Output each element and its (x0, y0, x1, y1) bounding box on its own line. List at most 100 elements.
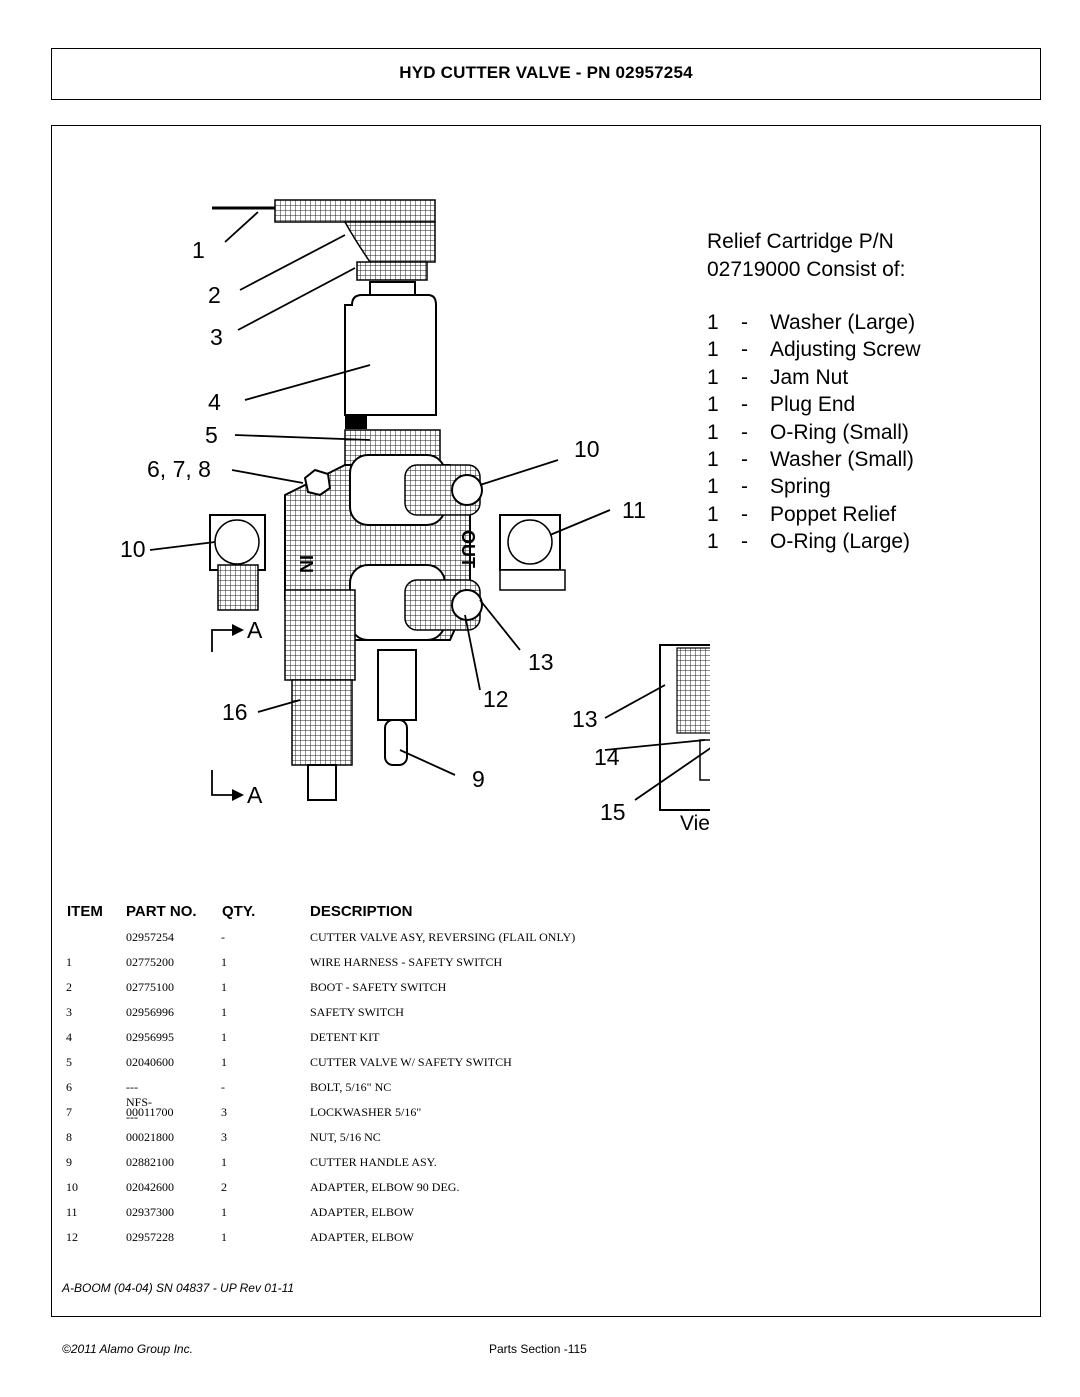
qty-cell: 1 (221, 955, 227, 969)
item-cell: 4 (66, 1030, 72, 1044)
page-title: HYD CUTTER VALVE - PN 02957254 (399, 63, 693, 82)
view-label: View A-A (680, 812, 710, 835)
part-cell: 02775100 (126, 980, 174, 994)
relief-qty: 1 (707, 447, 719, 471)
page-number: Parts Section -115 (489, 1342, 587, 1356)
callout-4: 4 (208, 389, 221, 415)
relief-name: Washer (Small) (770, 447, 914, 471)
header-part-no: PART NO. (126, 903, 197, 920)
relief-name: Adjusting Screw (770, 338, 921, 362)
part-cell: 02040600 (126, 1055, 174, 1069)
desc-cell: CUTTER VALVE ASY, REVERSING (FLAIL ONLY) (310, 930, 576, 944)
callout-13-view: 13 (572, 706, 598, 732)
part-cell: 02956996 (126, 1005, 174, 1019)
qty-cell: 1 (221, 1155, 227, 1169)
desc-cell: CUTTER HANDLE ASY. (310, 1155, 437, 1169)
callout-16: 16 (222, 699, 248, 725)
relief-header-line1: Relief Cartridge P/N (707, 230, 894, 253)
content-box (51, 125, 1041, 1317)
relief-dash: - (741, 502, 748, 526)
relief-qty: 1 (707, 311, 719, 334)
desc-cell: ADAPTER, ELBOW (310, 1230, 414, 1244)
relief-dash: - (741, 393, 748, 417)
part-cell: 02957228 (126, 1230, 174, 1244)
item-cell: 7 (66, 1105, 72, 1119)
item-cell: 10 (66, 1180, 78, 1194)
header-description: DESCRIPTION (310, 903, 413, 920)
desc-cell: ADAPTER, ELBOW 90 DEG. (310, 1180, 460, 1194)
relief-qty: 1 (707, 393, 719, 417)
part-cell: 02042600 (126, 1180, 174, 1194)
relief-name: Plug End (770, 393, 856, 417)
callout-11: 11 (622, 497, 646, 523)
relief-dash: - (741, 338, 748, 362)
relief-qty: 1 (707, 420, 719, 444)
relief-qty: 1 (707, 365, 719, 389)
callout-14: 14 (594, 744, 620, 770)
desc-cell: WIRE HARNESS - SAFETY SWITCH (310, 955, 503, 969)
relief-dash: - (741, 447, 748, 471)
callout-10-left: 10 (120, 536, 146, 562)
callout-9: 9 (472, 766, 485, 792)
callout-13: 13 (528, 649, 554, 675)
item-cell: 8 (66, 1130, 72, 1144)
relief-dash: - (741, 365, 748, 389)
item-cell: 12 (66, 1230, 78, 1244)
part-cell: 02957254 (126, 930, 174, 944)
desc-cell: ADAPTER, ELBOW (310, 1205, 414, 1219)
port-label-in: IN (296, 555, 316, 573)
part-cell: 02882100 (126, 1155, 174, 1169)
relief-dash: - (741, 475, 748, 499)
relief-qty: 1 (707, 475, 719, 499)
callout-2: 2 (208, 282, 221, 308)
qty-cell: 1 (221, 1005, 227, 1019)
callout-3: 3 (210, 324, 223, 350)
callout-5: 5 (205, 422, 218, 448)
header-item: ITEM (67, 903, 103, 920)
part-cell: 02956995 (126, 1030, 174, 1044)
qty-cell: 1 (221, 1205, 227, 1219)
callout-10-right: 10 (574, 436, 600, 462)
item-cell: 9 (66, 1155, 72, 1169)
title-box: HYD CUTTER VALVE - PN 02957254 (51, 48, 1041, 100)
qty-cell: 3 (221, 1130, 227, 1144)
relief-name: Spring (770, 475, 831, 499)
qty-cell: - (221, 930, 225, 944)
relief-qty: 1 (707, 338, 719, 362)
item-cell: 6 (66, 1080, 72, 1094)
desc-cell: SAFETY SWITCH (310, 1005, 404, 1019)
relief-cartridge-header: Relief Cartridge P/N 02719000 Consist of… (707, 228, 905, 283)
section-label-top: A (247, 617, 263, 643)
relief-dash: - (741, 420, 748, 444)
qty-cell: 1 (221, 1055, 227, 1069)
item-cell: 11 (66, 1205, 78, 1219)
relief-qty: 1 (707, 530, 719, 554)
callout-1: 1 (192, 237, 205, 263)
relief-qty: 1 (707, 502, 719, 526)
relief-header-line2: 02719000 Consist of: (707, 257, 906, 281)
qty-cell: 1 (221, 1230, 227, 1244)
desc-cell: LOCKWASHER 5/16" (310, 1105, 422, 1119)
valve-exploded-diagram: 1 2 3 4 5 6, 7, 8 10 10 11 13 12 9 16 13… (120, 199, 710, 835)
desc-cell: DETENT KIT (310, 1030, 380, 1044)
relief-name: O-Ring (Large) (770, 530, 911, 554)
model-footer: A-BOOM (04-04) SN 04837 - UP Rev 01-11 (62, 1281, 295, 1295)
desc-cell: BOOT - SAFETY SWITCH (310, 980, 447, 994)
callout-12: 12 (483, 686, 509, 712)
desc-cell: CUTTER VALVE W/ SAFETY SWITCH (310, 1055, 512, 1069)
desc-cell: BOLT, 5/16" NC (310, 1080, 392, 1094)
relief-name: O-Ring (Small) (770, 420, 909, 444)
callout-6-7-8: 6, 7, 8 (147, 456, 211, 482)
callout-15: 15 (600, 799, 626, 825)
relief-name: Washer (Large) (770, 311, 916, 334)
item-cell: 1 (66, 955, 72, 969)
relief-dash: - (741, 530, 748, 554)
copyright: ©2011 Alamo Group Inc. (62, 1342, 193, 1356)
qty-cell: 1 (221, 1030, 227, 1044)
part-cell: 00021800 (126, 1130, 174, 1144)
section-label-bottom: A (247, 782, 263, 808)
desc-cell: NUT, 5/16 NC (310, 1130, 381, 1144)
relief-name: Jam Nut (770, 365, 849, 389)
qty-cell: - (221, 1080, 225, 1094)
part-cell: 02937300 (126, 1205, 174, 1219)
